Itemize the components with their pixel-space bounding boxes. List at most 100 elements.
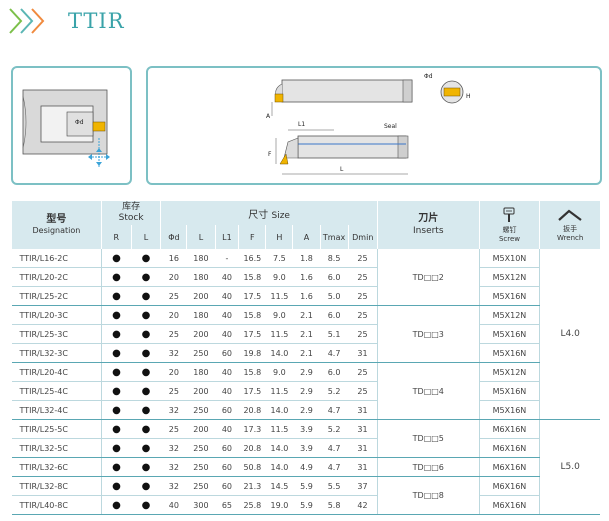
- dmin-cell: 42: [348, 495, 378, 515]
- col-length: L: [186, 225, 216, 249]
- stock-r-dot: ●: [101, 381, 132, 401]
- col-dmin: Dmin: [347, 225, 378, 249]
- d-cell: 20: [160, 362, 187, 382]
- tmax-cell: 6.0: [320, 267, 349, 287]
- d-cell: 20: [160, 267, 187, 287]
- d-cell: 32: [160, 476, 187, 496]
- f-cell: 17.5: [238, 324, 266, 344]
- screw-cell: M6X16N: [479, 457, 541, 477]
- l1-cell: 60: [215, 476, 239, 496]
- wrench-cell: L4.0: [539, 249, 600, 420]
- insert-cell: TD□□4: [376, 362, 480, 420]
- tmax-cell: 4.7: [320, 343, 349, 363]
- chevron-arrows-icon: [9, 8, 45, 34]
- page-header: TTIR: [8, 4, 125, 38]
- tmax-cell: 6.0: [320, 362, 349, 382]
- l1-cell: 40: [215, 267, 239, 287]
- d-cell: 25: [160, 286, 187, 306]
- stock-l-dot: ●: [131, 249, 161, 268]
- stock-r-dot: ●: [101, 457, 132, 477]
- h-cell: 7.5: [265, 249, 293, 268]
- tmax-cell: 5.5: [320, 476, 349, 496]
- cross-section-diagram: Φd: [11, 66, 132, 185]
- f-cell: 19.8: [238, 343, 266, 363]
- screw-cell: M6X16N: [479, 438, 541, 458]
- stock-l-dot: ●: [131, 343, 161, 363]
- stock-l-dot: ●: [131, 419, 161, 439]
- col-f: F: [238, 225, 266, 249]
- a-cell: 2.9: [292, 381, 321, 401]
- cross-section-drawing: Φd: [22, 89, 110, 168]
- dmin-cell: 37: [348, 476, 378, 496]
- f-cell: 20.8: [238, 400, 266, 420]
- screw-icon: [503, 207, 515, 222]
- screw-cell: M5X16N: [479, 400, 541, 420]
- column-subheader-row: R L Φd L L1 F H A Tmax Dmin: [12, 225, 601, 249]
- f-cell: 15.8: [238, 267, 266, 287]
- tmax-cell: 5.2: [320, 381, 349, 401]
- screw-cell: M5X16N: [479, 286, 541, 306]
- designation-cell: TTIR/L20-2C: [11, 267, 102, 287]
- page-title: TTIR: [68, 9, 125, 33]
- a-cell: 4.9: [292, 457, 321, 477]
- stock-l-dot: ●: [131, 267, 161, 287]
- h-cell: 9.0: [265, 305, 293, 325]
- h-cell: 14.0: [265, 457, 293, 477]
- h-cell: 11.5: [265, 419, 293, 439]
- dmin-cell: 25: [348, 305, 378, 325]
- f-cell: 17.3: [238, 419, 266, 439]
- l1-cell: 40: [215, 305, 239, 325]
- tmax-cell: 8.5: [320, 249, 349, 268]
- a-cell: 5.9: [292, 495, 321, 515]
- l1-cell: 60: [215, 343, 239, 363]
- dmin-cell: 31: [348, 457, 378, 477]
- screw-cell: M5X16N: [479, 381, 541, 401]
- a-cell: 2.1: [292, 305, 321, 325]
- tmax-cell: 5.8: [320, 495, 349, 515]
- col-a: A: [292, 225, 321, 249]
- f-cell: 20.8: [238, 438, 266, 458]
- screw-cell: M6X16N: [479, 495, 541, 515]
- tmax-cell: 4.7: [320, 438, 349, 458]
- l1-cell: -: [215, 249, 239, 268]
- stock-l-dot: ●: [131, 438, 161, 458]
- stock-l-dot: ●: [131, 400, 161, 420]
- col-l1: L1: [214, 225, 239, 249]
- h-cell: 11.5: [265, 381, 293, 401]
- l1-cell: 65: [215, 495, 239, 515]
- stock-l-dot: ●: [131, 476, 161, 496]
- l1-cell: 40: [215, 362, 239, 382]
- l-cell: 250: [186, 457, 216, 477]
- l1-cell: 60: [215, 400, 239, 420]
- tmax-cell: 5.0: [320, 286, 349, 306]
- l-cell: 250: [186, 438, 216, 458]
- stock-r-dot: ●: [101, 419, 132, 439]
- l1-cell: 40: [215, 324, 239, 344]
- a-cell: 2.9: [292, 400, 321, 420]
- tmax-cell: 4.7: [320, 400, 349, 420]
- screw-cell: M6X16N: [479, 419, 541, 439]
- d-cell: 32: [160, 400, 187, 420]
- dmin-cell: 25: [348, 249, 378, 268]
- d-cell: 25: [160, 419, 187, 439]
- screw-cell: M6X16N: [479, 476, 541, 496]
- stock-r-dot: ●: [101, 305, 132, 325]
- tmax-cell: 5.2: [320, 419, 349, 439]
- l-cell: 180: [186, 305, 216, 325]
- designation-cell: TTIR/L20-4C: [11, 362, 102, 382]
- stock-l-dot: ●: [131, 495, 161, 515]
- l1-cell: 40: [215, 286, 239, 306]
- diameter-label: Φd: [75, 119, 84, 126]
- screw-cell: M5X12N: [479, 267, 541, 287]
